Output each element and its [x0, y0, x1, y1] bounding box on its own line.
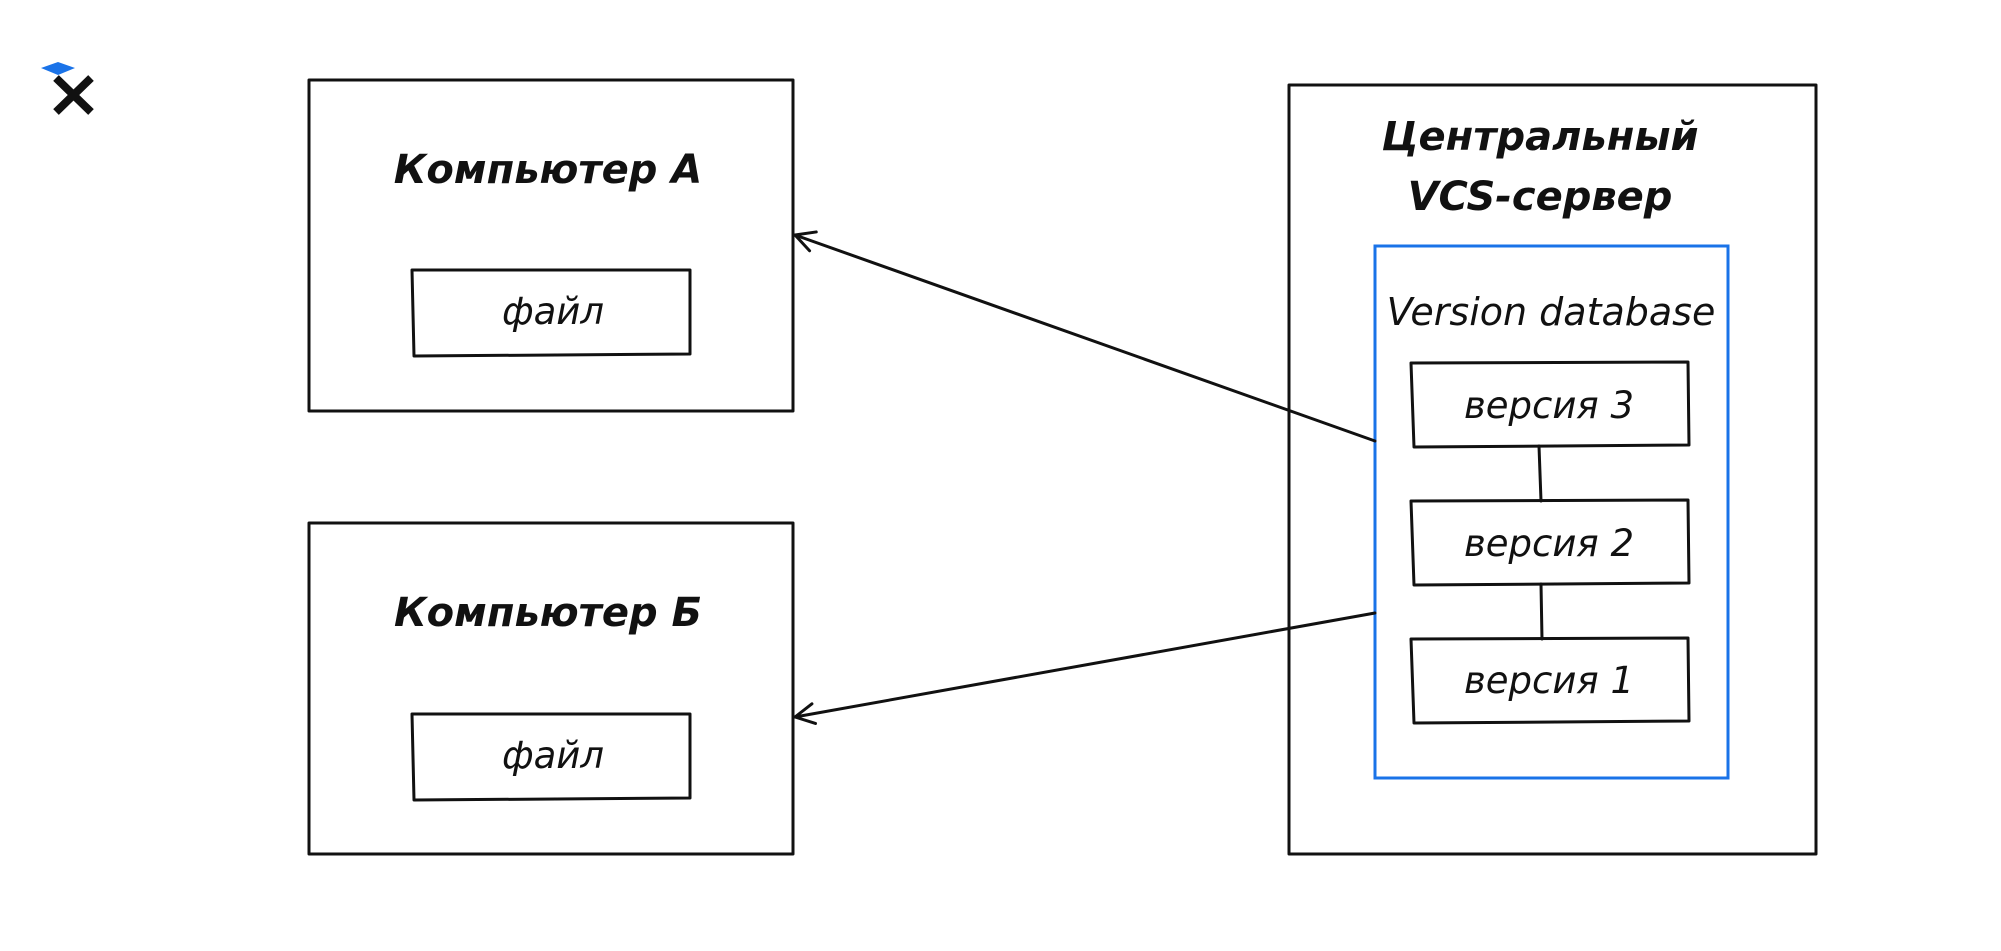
version-1-label: версия 1: [1464, 659, 1634, 702]
computer-b-box: Компьютер Б файл: [307, 521, 795, 856]
version-2-label: версия 2: [1464, 522, 1634, 565]
version-2-box: версия 2: [1409, 498, 1691, 587]
computer-a-file-box: [410, 268, 692, 358]
computer-a-file-label: файл: [502, 290, 604, 333]
server-title-line2: VCS-сервер: [1408, 174, 1673, 220]
version-3-box: версия 3: [1409, 360, 1691, 449]
version-3-label: версия 3: [1464, 384, 1634, 427]
server-title-line1: Центральный: [1381, 114, 1698, 160]
version-1-box: версия 1: [1409, 636, 1691, 725]
arrow-to-computer-a: [793, 230, 1377, 443]
computer-b-title: Компьютер Б: [394, 590, 702, 636]
version-database: Version database версия 3 версия 2 верси…: [1373, 244, 1730, 780]
x-logo-icon: [41, 62, 94, 115]
version-connector: [1539, 582, 1544, 641]
vcs-server-box: Центральный VCS-сервер Version database …: [1287, 83, 1818, 856]
computer-b-file-label: файл: [502, 734, 604, 777]
version-database-title: Version database: [1387, 290, 1716, 334]
arrow-to-computer-b: [793, 611, 1377, 725]
version-connector: [1537, 444, 1543, 503]
computer-b-file-box: [410, 712, 692, 802]
computer-a-box: Компьютер А файл: [307, 78, 795, 413]
computer-a-title: Компьютер А: [394, 147, 703, 193]
